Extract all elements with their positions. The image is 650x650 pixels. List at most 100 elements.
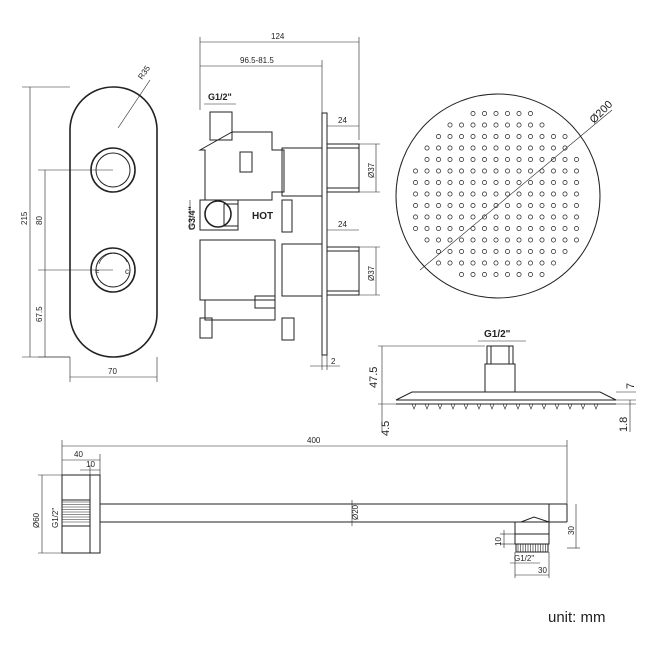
- nozzle: [424, 214, 430, 220]
- nozzle: [470, 203, 476, 208]
- wall-thread: [61, 499, 91, 527]
- lower-handle: [326, 246, 360, 296]
- nozzle: [539, 214, 545, 220]
- nozzle: [424, 203, 430, 208]
- nozzle: [516, 260, 522, 266]
- nozzle: [493, 145, 499, 151]
- nozzle: [539, 226, 545, 231]
- unit-label: unit: mm: [548, 609, 606, 626]
- nozzle: [470, 168, 476, 174]
- nozzle: [482, 249, 487, 254]
- nozzle: [539, 134, 545, 139]
- head-rim-dim: 1.8: [618, 417, 630, 432]
- nozzle: [516, 203, 522, 208]
- nozzle: [551, 145, 556, 151]
- nozzle: [424, 157, 430, 162]
- nozzle: [505, 249, 510, 254]
- nozzle: [516, 272, 522, 277]
- valve-faceplate: [69, 86, 158, 358]
- nozzle: [482, 237, 487, 243]
- nozzle: [493, 134, 499, 139]
- nozzle: [436, 249, 441, 254]
- depth-dim: 124: [271, 32, 285, 41]
- nozzle: [482, 203, 487, 208]
- knob-spacing-dim: 80: [35, 216, 44, 225]
- nozzle: [505, 111, 510, 116]
- nozzle: [551, 214, 556, 220]
- nozzle: [413, 180, 418, 185]
- outlet-width-dim: 30: [538, 566, 547, 575]
- nozzle: [436, 260, 441, 266]
- nozzle: [447, 203, 453, 208]
- upper-handle-dia-dim: Ø37: [367, 162, 376, 178]
- nozzle: [493, 272, 499, 277]
- nozzle: [551, 191, 556, 197]
- shower-arm-view: 400 40 10 Ø60 G1/2" Ø20 30 10 G1/2": [32, 436, 580, 578]
- outlet-thread-label-arm: G1/2": [514, 554, 534, 563]
- side-nozzle: [528, 403, 534, 410]
- radius-dim: R35: [136, 64, 152, 82]
- nozzle: [459, 260, 464, 266]
- nozzle: [562, 157, 568, 162]
- nozzle: [505, 272, 510, 277]
- nozzle: [470, 226, 476, 231]
- nozzle: [436, 157, 441, 162]
- width-dim: 70: [108, 367, 117, 376]
- nozzle: [516, 226, 522, 231]
- nozzle: [459, 249, 464, 254]
- nozzle: [447, 180, 453, 185]
- flange-dia-dim: Ø60: [32, 512, 41, 528]
- nozzle: [470, 260, 476, 266]
- nozzle: [539, 272, 545, 277]
- drop-dim: 30: [567, 526, 576, 535]
- nozzle: [505, 226, 510, 231]
- lower-handle-length-dim: 24: [338, 220, 347, 229]
- nozzle: [459, 180, 464, 185]
- nozzle: [505, 203, 510, 208]
- nozzle: [413, 191, 418, 197]
- nozzle: [539, 191, 545, 197]
- nozzle: [505, 180, 510, 185]
- nozzle: [539, 249, 545, 254]
- lower-offset-dim: 67.5: [35, 306, 44, 322]
- inlet-thread-label: G3/4": [187, 206, 197, 230]
- nozzle: [413, 214, 418, 220]
- nozzle: [574, 168, 579, 174]
- nozzle: [459, 191, 464, 197]
- nozzle: [493, 214, 499, 220]
- nozzle: [516, 180, 522, 185]
- nozzle: [505, 134, 510, 139]
- nozzle: [424, 226, 430, 231]
- nozzle: [516, 145, 522, 151]
- nozzle: [482, 260, 487, 266]
- cold-mark: ≈: [95, 267, 100, 276]
- nozzle: [482, 145, 487, 151]
- nozzle: [516, 168, 522, 174]
- nozzle: [562, 203, 568, 208]
- nozzle: [528, 226, 533, 231]
- flange-lip-dim: 10: [86, 460, 95, 469]
- nozzle: [528, 134, 533, 139]
- nozzle: [493, 226, 499, 231]
- nozzle: [528, 272, 533, 277]
- temperature-arrow-icon: [98, 253, 128, 265]
- nozzle: [493, 111, 499, 116]
- nozzle: [539, 203, 545, 208]
- arm-length-dim: 400: [307, 436, 321, 445]
- nozzle: [459, 214, 464, 220]
- nozzle: [539, 237, 545, 243]
- nozzle: [482, 168, 487, 174]
- head-side-profile: [395, 391, 617, 401]
- nozzle: [505, 260, 510, 266]
- valve-body: [198, 131, 285, 201]
- nozzle: [516, 134, 522, 139]
- nut-height-dim: 10: [494, 537, 503, 546]
- adjust-range-dim: 96.5-81.5: [240, 56, 274, 65]
- nozzle: [528, 191, 533, 197]
- nozzle: [436, 168, 441, 174]
- outlet-thread-ridges: [517, 544, 546, 552]
- nozzle: [436, 226, 441, 231]
- upper-handle: [326, 143, 360, 193]
- nozzle: [459, 122, 464, 128]
- nozzle: [528, 111, 533, 116]
